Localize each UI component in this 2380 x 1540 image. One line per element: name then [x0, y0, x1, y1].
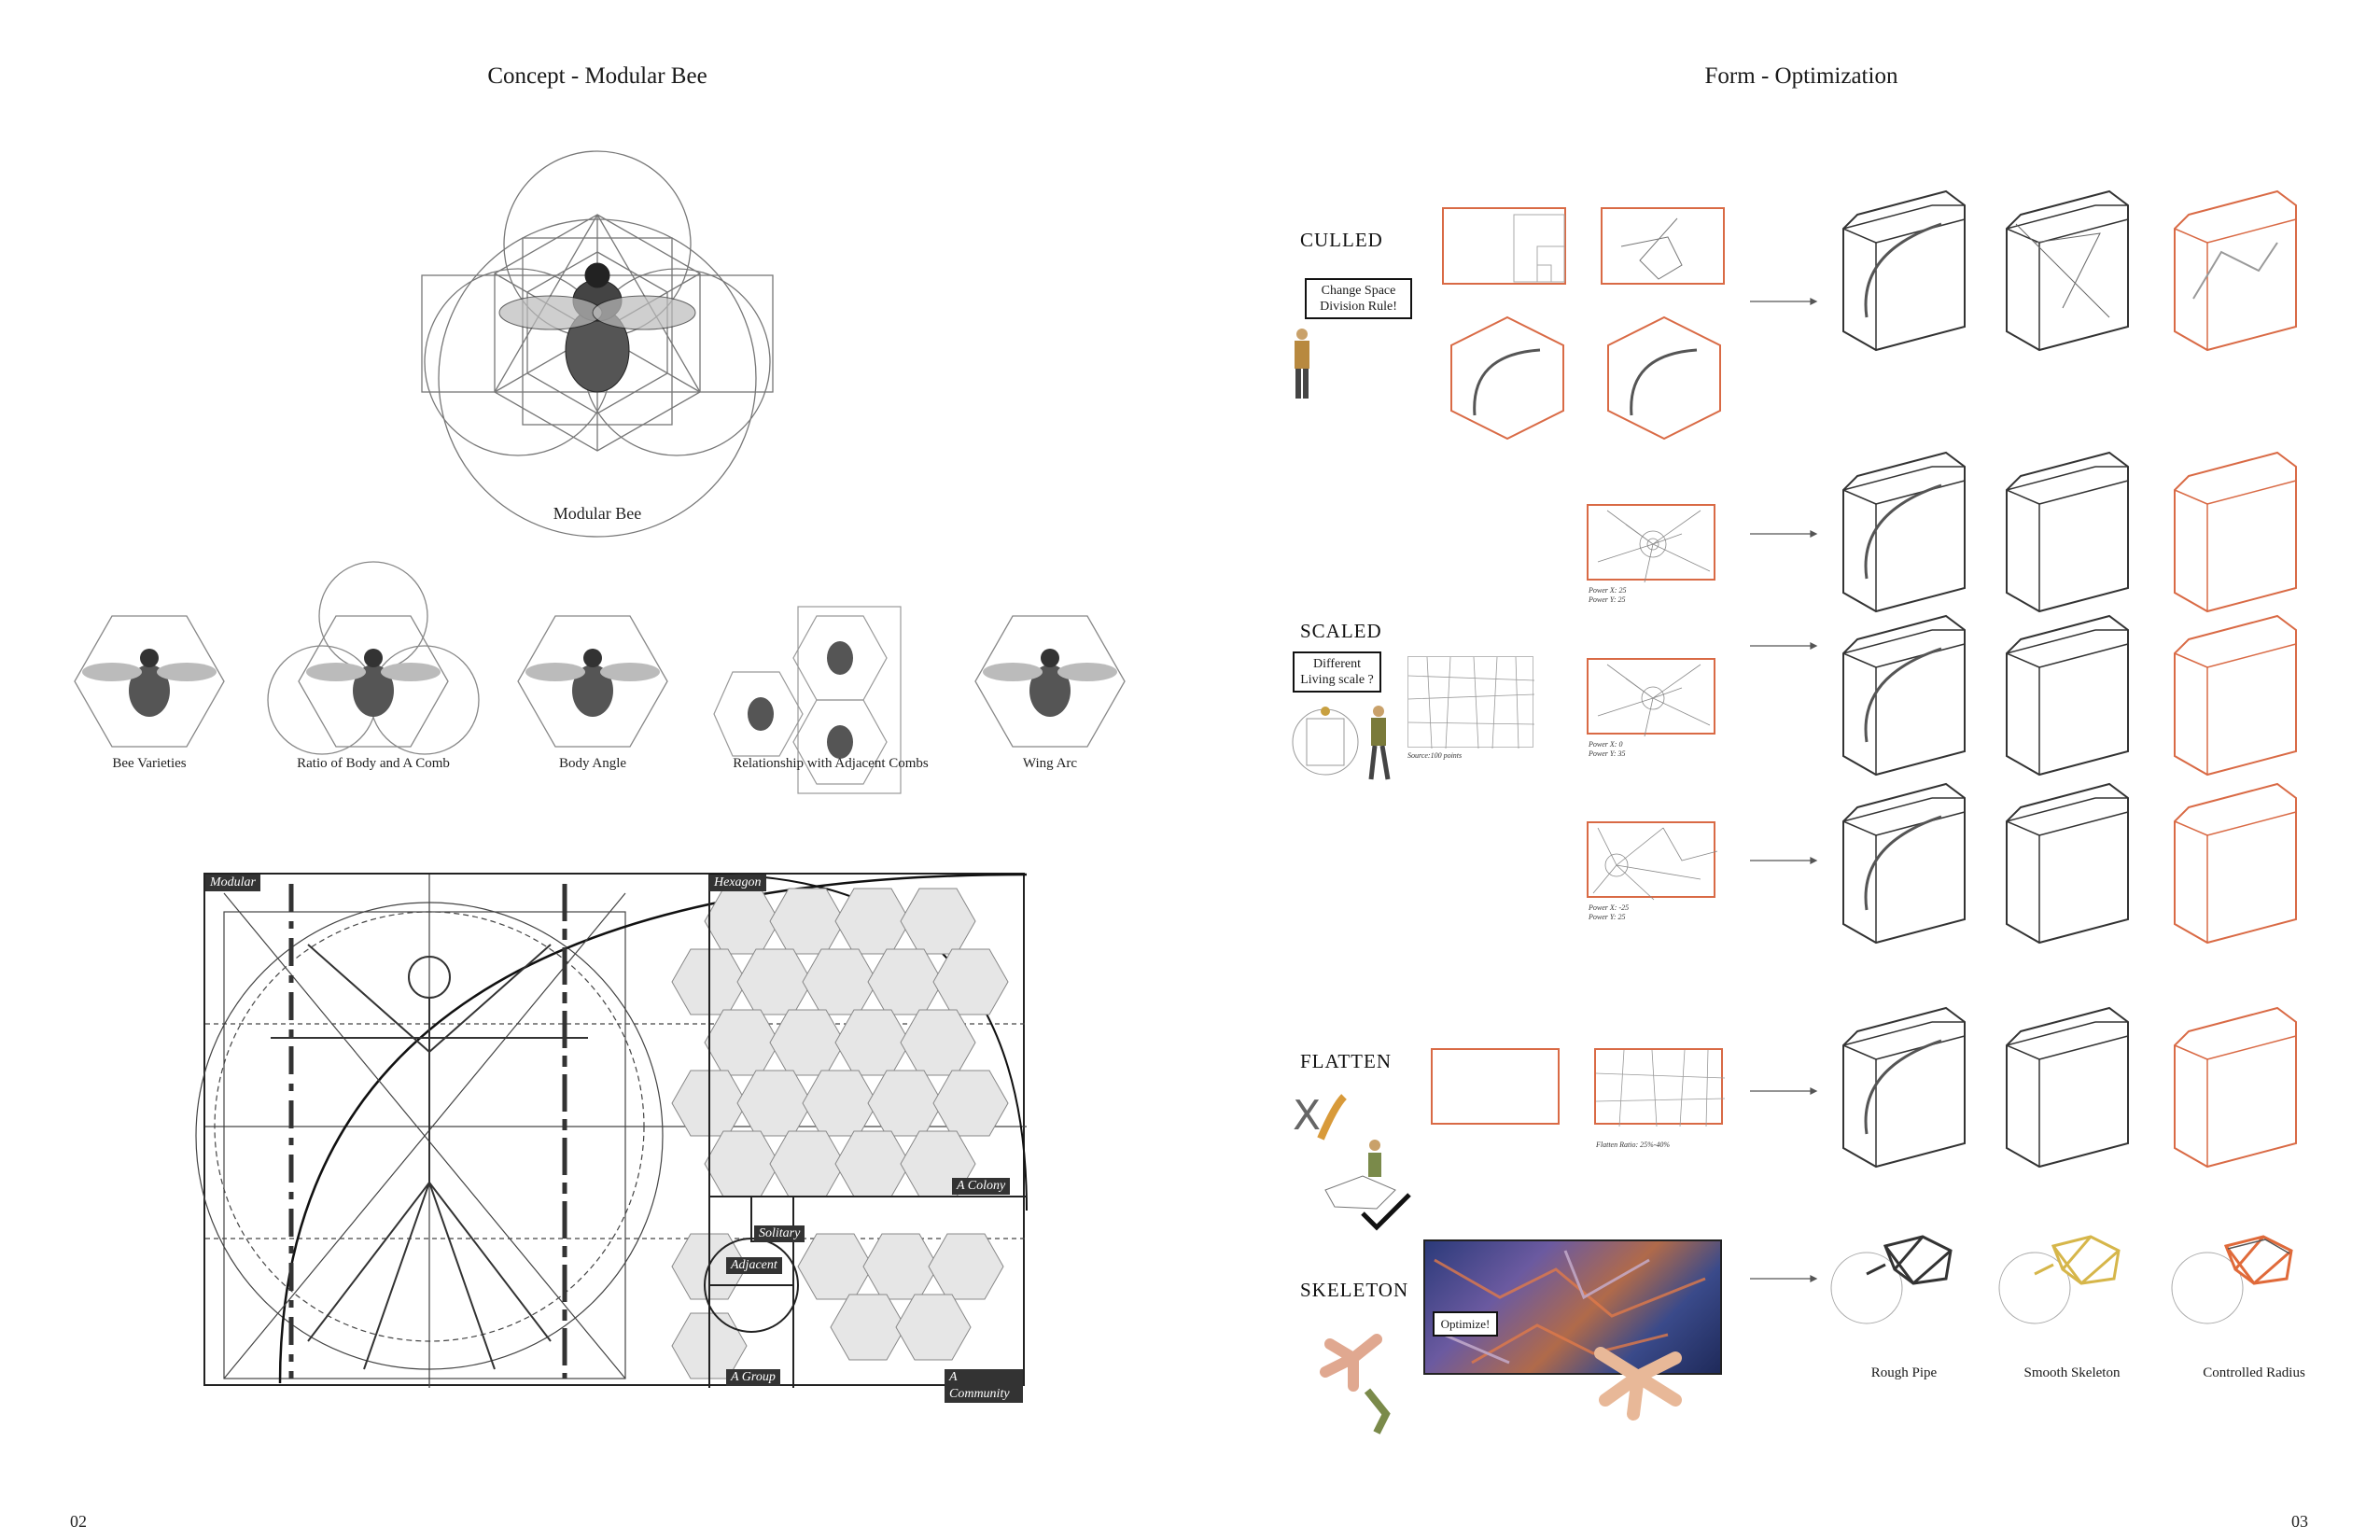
bee-illustration [498, 262, 696, 393]
person-figure-culled [1295, 329, 1309, 399]
tag-group: A Group [726, 1369, 780, 1386]
row-label-flatten: FLATTEN [1300, 1050, 1392, 1072]
variant-label-ratio: Ratio of Body and A Comb [297, 756, 450, 771]
hexagon-comb-pattern [671, 888, 1009, 1379]
flatten-figures: X [1293, 1092, 1411, 1231]
tag-solitary: Solitary [754, 1225, 805, 1242]
left-page-number: 02 [70, 1512, 87, 1531]
flow-arrows [1750, 298, 1818, 1282]
flatten-note: Flatten Ratio: 25%-40% [1596, 1141, 1671, 1149]
bee-varieties-hexagon [74, 615, 225, 748]
power-note-1: Power X: 25 Power Y: 25 [1589, 586, 1626, 605]
culled-plan-1 [1442, 207, 1566, 285]
proportion-diagram: Modular Hexagon A Colony Solitary Adjace… [195, 873, 1028, 1403]
tag-hexagon: Hexagon [709, 875, 766, 891]
right-page-title: Form - Optimization [1704, 63, 1898, 89]
skeleton-node-figure [1594, 1347, 1682, 1421]
scaled-speech-bubble: Different Living scale ? [1293, 651, 1381, 693]
wing-arc-hexagon [974, 615, 1126, 748]
row-label-skeleton: SKELETON [1300, 1279, 1409, 1301]
result-label-controlled-radius: Controlled Radius [2203, 1365, 2305, 1380]
vitruvian-figure-drawing [195, 873, 1028, 1388]
row-label-culled: CULLED [1300, 229, 1383, 251]
power-note-3: Power X: -25 Power Y: 25 [1589, 903, 1629, 922]
culled-plan-2 [1601, 207, 1725, 285]
variant-label-adjacent-combs: Relationship with Adjacent Combs [733, 756, 929, 771]
result-label-smooth-skeleton: Smooth Skeleton [2023, 1365, 2121, 1380]
modular-bee-caption: Modular Bee [553, 504, 642, 523]
modular-bee-diagram [421, 150, 774, 538]
tag-modular: Modular [205, 875, 260, 891]
result-boxes [1842, 190, 2297, 1168]
skeleton-render-image: Optimize! [1423, 1239, 1722, 1375]
tag-colony: A Colony [952, 1178, 1011, 1195]
adjacent-combs-hexagon [713, 606, 902, 794]
power-note-3-y: Power Y: 25 [1589, 913, 1626, 921]
flatten-plan-2 [1594, 1048, 1726, 1127]
result-label-rough-pipe: Rough Pipe [1870, 1365, 1938, 1380]
power-note-1-y: Power Y: 25 [1589, 595, 1626, 604]
flatten-plan-1 [1431, 1048, 1560, 1125]
culled-iso-1 [1450, 315, 1564, 441]
power-note-2-y: Power Y: 35 [1589, 749, 1626, 758]
ratio-body-comb-hexagon [267, 561, 480, 755]
skeleton-figures [1320, 1334, 1391, 1435]
right-page-number: 03 [2291, 1512, 2308, 1531]
row-label-scaled: SCALED [1300, 620, 1382, 642]
culled-iso-2 [1607, 315, 1721, 441]
culled-speech-bubble: Change Space Division Rule! [1305, 278, 1412, 319]
variant-label-wing-arc: Wing Arc [1022, 756, 1078, 771]
tag-community: A Community [945, 1369, 1023, 1403]
skeleton-result-smooth [1998, 1235, 2121, 1324]
svg-text:X: X [1293, 1092, 1321, 1140]
scaled-source-note: Source:100 points [1407, 751, 1463, 760]
body-angle-hexagon [517, 615, 668, 748]
optimize-bubble: Optimize! [1433, 1311, 1498, 1337]
skeleton-result-rough-pipe [1830, 1235, 1953, 1324]
power-note-2-x: Power X: 0 [1589, 740, 1623, 749]
power-note-2: Power X: 0 Power Y: 35 [1589, 740, 1625, 759]
power-note-1-x: Power X: 25 [1589, 586, 1627, 595]
scaled-voronoi-1 [1587, 504, 1715, 583]
tag-adjacent: Adjacent [726, 1257, 782, 1274]
variant-label-body-angle: Body Angle [558, 756, 627, 771]
variant-label-bee-varieties: Bee Varieties [112, 756, 187, 771]
left-page-title: Concept - Modular Bee [487, 63, 707, 89]
power-note-3-x: Power X: -25 [1589, 903, 1630, 912]
scaled-voronoi-2 [1587, 658, 1715, 737]
skeleton-result-controlled-radius [2171, 1235, 2293, 1324]
scaled-figures [1292, 706, 1391, 780]
scaled-voronoi-3 [1587, 821, 1718, 901]
scaled-source-voronoi [1407, 656, 1535, 749]
